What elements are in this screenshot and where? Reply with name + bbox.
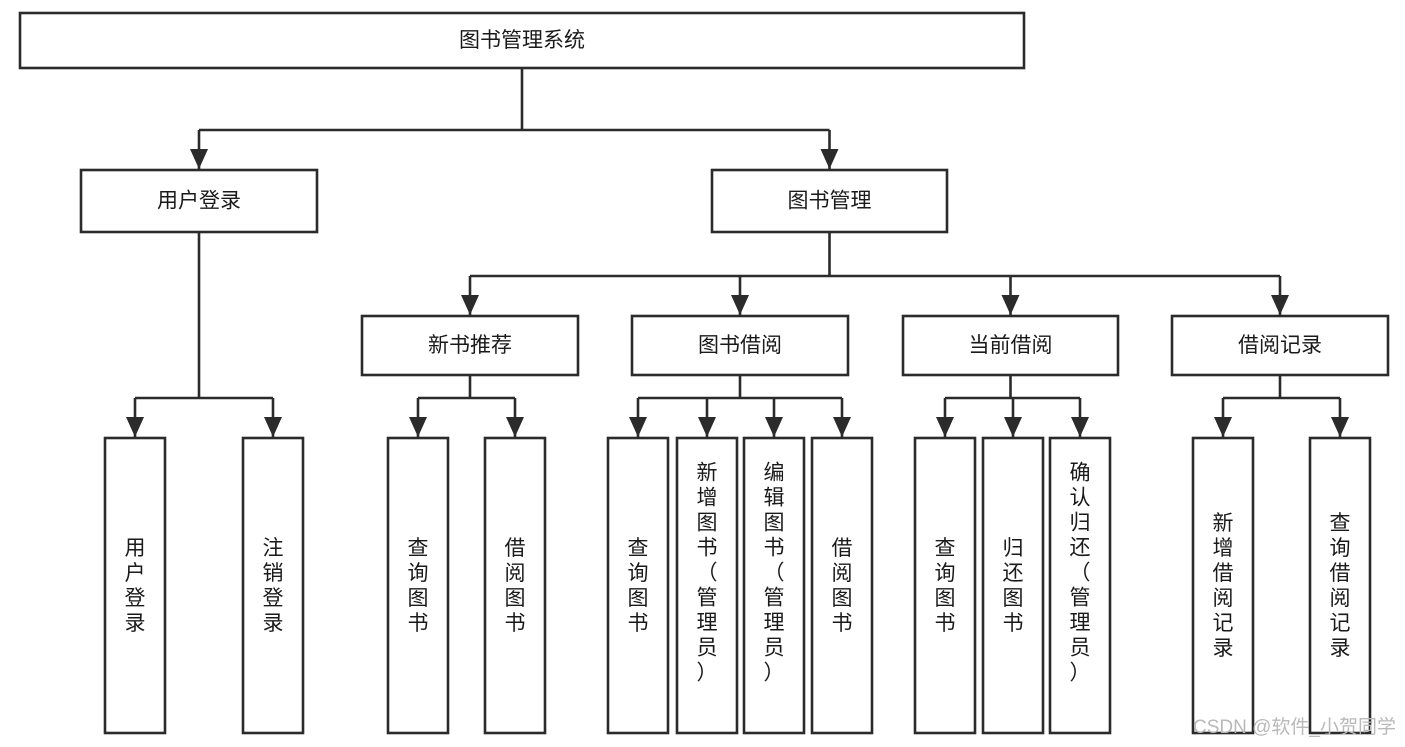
connector-group [629, 375, 851, 437]
node-label: 新书推荐 [428, 334, 512, 357]
node-leaf-edit-book[interactable]: 编辑图书（管理员） [742, 436, 806, 735]
node-label: 用户登录 [157, 190, 241, 213]
node-box[interactable] [710, 168, 949, 234]
node-borrow-record[interactable]: 借阅记录 [1170, 314, 1390, 377]
node-box[interactable] [18, 11, 1026, 70]
node-label: 图书管理系统 [459, 29, 585, 52]
arrow-head [731, 295, 749, 315]
arrow-head [190, 149, 208, 169]
node-box[interactable] [360, 314, 580, 377]
node-current-borrow[interactable]: 当前借阅 [901, 314, 1120, 377]
node-label: 当前借阅 [969, 334, 1053, 357]
node-box[interactable] [913, 436, 977, 735]
node-book-manage[interactable]: 图书管理 [710, 168, 949, 234]
arrow-head [629, 417, 647, 437]
connector-group [409, 375, 524, 437]
node-box[interactable] [1191, 436, 1255, 735]
node-label: 借阅图书 [505, 537, 526, 635]
node-box[interactable] [483, 436, 547, 735]
node-leaf-add-record[interactable]: 新增借阅记录 [1191, 436, 1255, 735]
node-label: 新增图书（管理员） [697, 462, 718, 685]
node-box[interactable] [675, 436, 739, 735]
node-label: 用户登录 [125, 537, 146, 635]
connector-layer [126, 68, 1349, 437]
node-box[interactable] [1048, 436, 1112, 735]
node-user-login[interactable]: 用户登录 [79, 168, 319, 234]
connector-group [126, 232, 282, 437]
node-leaf-add-book[interactable]: 新增图书（管理员） [675, 436, 739, 735]
arrow-head [936, 417, 954, 437]
connector-group [936, 375, 1089, 437]
node-label: 借阅图书 [832, 537, 853, 635]
arrow-head [126, 417, 144, 437]
node-label: 图书管理 [788, 190, 872, 213]
node-label: 查询图书 [935, 537, 956, 635]
arrow-head [409, 417, 427, 437]
node-label: 注销登录 [263, 537, 284, 635]
arrow-head [1331, 417, 1349, 437]
node-box[interactable] [386, 436, 450, 735]
node-label: 查询图书 [408, 537, 429, 635]
node-leaf-query-record[interactable]: 查询借阅记录 [1308, 436, 1372, 735]
node-leaf-borrow-book-rec[interactable]: 借阅图书 [483, 436, 547, 735]
connector-group [461, 232, 1289, 315]
node-leaf-user-login[interactable]: 用户登录 [103, 436, 167, 735]
node-label: 查询借阅记录 [1330, 512, 1351, 660]
node-label: 新增借阅记录 [1213, 512, 1234, 660]
connector-group [190, 68, 839, 169]
node-box[interactable] [630, 314, 850, 377]
node-box[interactable] [241, 436, 305, 735]
node-label: 查询图书 [628, 537, 649, 635]
node-box[interactable] [79, 168, 319, 234]
connector-group [1214, 375, 1349, 437]
node-book-borrow[interactable]: 图书借阅 [630, 314, 850, 377]
arrow-head [765, 417, 783, 437]
node-label: 编辑图书（管理员） [764, 462, 785, 685]
arrow-head [1214, 417, 1232, 437]
arrow-head [264, 417, 282, 437]
node-leaf-query-book[interactable]: 查询图书 [606, 436, 670, 735]
arrow-head [833, 417, 851, 437]
node-new-book-rec[interactable]: 新书推荐 [360, 314, 580, 377]
node-box[interactable] [742, 436, 806, 735]
node-box[interactable] [1170, 314, 1390, 377]
node-leaf-borrow-book[interactable]: 借阅图书 [810, 436, 874, 735]
node-label: 借阅记录 [1238, 334, 1322, 357]
node-leaf-confirm-return[interactable]: 确认归还（管理员） [1048, 436, 1112, 735]
arrow-head [506, 417, 524, 437]
node-label: 确认归还（管理员） [1070, 462, 1091, 685]
arrow-head [461, 295, 479, 315]
node-box[interactable] [810, 436, 874, 735]
node-root[interactable]: 图书管理系统 [18, 11, 1026, 70]
arrow-head [1271, 295, 1289, 315]
node-leaf-query-book-rec[interactable]: 查询图书 [386, 436, 450, 735]
arrow-head [1004, 417, 1022, 437]
node-leaf-user-logout[interactable]: 注销登录 [241, 436, 305, 735]
node-layer: 图书管理系统用户登录图书管理新书推荐图书借阅当前借阅借阅记录用户登录注销登录查询… [18, 11, 1390, 735]
arrow-head [698, 417, 716, 437]
node-box[interactable] [901, 314, 1120, 377]
node-label: 归还图书 [1003, 537, 1024, 635]
node-label: 图书借阅 [698, 334, 782, 357]
csdn-watermark: CSDN @软件_小贺同学 [1193, 716, 1396, 738]
arrow-head [820, 149, 839, 169]
arrow-head [1071, 417, 1089, 437]
node-box[interactable] [981, 436, 1045, 735]
node-box[interactable] [1308, 436, 1372, 735]
node-leaf-query-book-cur[interactable]: 查询图书 [913, 436, 977, 735]
node-leaf-return-book[interactable]: 归还图书 [981, 436, 1045, 735]
arrow-head [1001, 295, 1020, 315]
node-box[interactable] [606, 436, 670, 735]
node-box[interactable] [103, 436, 167, 735]
